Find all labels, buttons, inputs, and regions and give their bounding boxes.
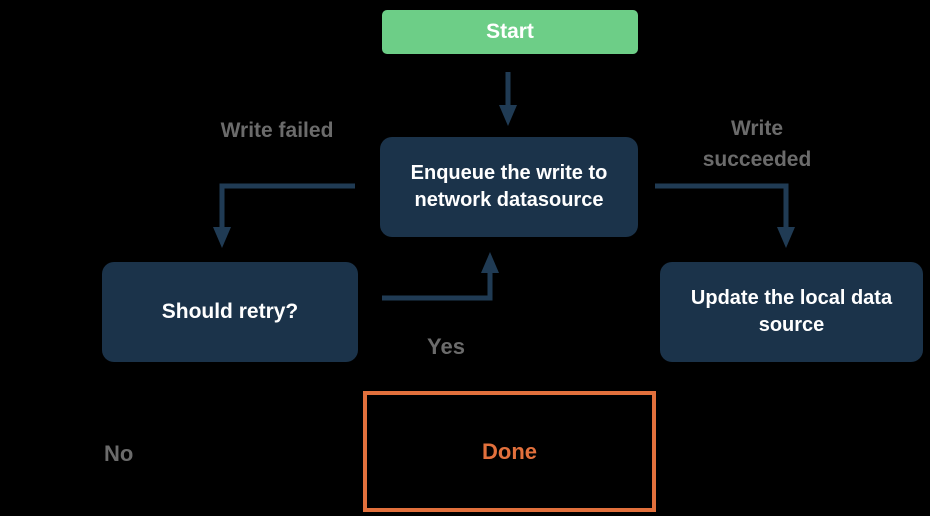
edge-line [382, 272, 493, 301]
edge-start-to-enqueue [499, 72, 517, 126]
node-should-retry: Should retry? [102, 262, 358, 362]
node-enqueue-write: Enqueue the write to network datasource [380, 137, 638, 237]
arrowhead-down-icon [213, 227, 231, 248]
edge-enqueue-to-update-local [655, 183, 795, 248]
edge-should-retry-to-enqueue [382, 252, 499, 301]
node-done: Done [363, 391, 656, 512]
arrowhead-up-icon [481, 252, 499, 273]
edge-label-write-succeeded: Write succeeded [702, 117, 812, 171]
node-enqueue-write-label: Enqueue the write to network datasource [410, 162, 608, 211]
node-start-label: Start [486, 20, 534, 43]
edge-enqueue-to-should-retry [213, 183, 355, 248]
arrowhead-down-icon [777, 227, 795, 248]
edge-line [219, 183, 355, 229]
edge-label-write-failed: Write failed [220, 119, 334, 142]
node-start: Start [382, 10, 638, 54]
node-done-label: Done [482, 438, 537, 464]
node-update-local-datasource-label: Update the local data source [690, 287, 893, 336]
edge-label-yes: Yes [427, 334, 465, 359]
node-should-retry-label: Should retry? [161, 300, 299, 323]
edge-label-no: No [104, 441, 134, 466]
node-update-local-datasource: Update the local data source [660, 262, 923, 362]
edge-line [655, 183, 789, 229]
arrowhead-down-icon [499, 105, 517, 126]
